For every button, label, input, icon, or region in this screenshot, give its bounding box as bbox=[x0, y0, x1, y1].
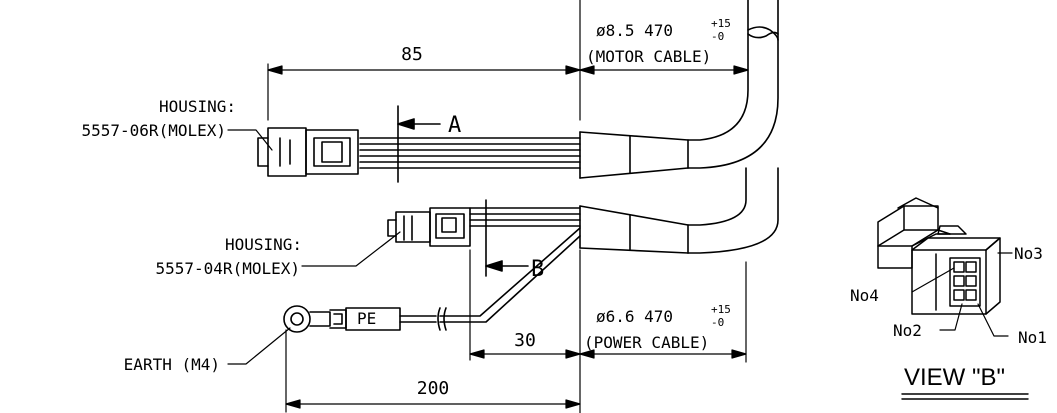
motor-wires bbox=[359, 137, 581, 169]
power-boot bbox=[579, 205, 689, 254]
power-cable bbox=[687, 167, 779, 254]
pe-tag-box bbox=[345, 307, 401, 331]
motor-boot bbox=[579, 131, 689, 179]
pin-no3: No3 bbox=[1014, 244, 1043, 263]
motor-cable-label: (MOTOR CABLE) bbox=[586, 47, 711, 66]
housing-b-line2: 5557-04R(MOLEX) bbox=[156, 259, 301, 278]
dim-200-label: 200 bbox=[417, 378, 450, 399]
housing-4pin-connector bbox=[387, 207, 471, 247]
power-spec-text: ø6.6 470 bbox=[596, 307, 673, 326]
housing-6pin-connector bbox=[257, 127, 359, 177]
housing-a-line1: HOUSING: bbox=[159, 97, 236, 116]
dim-30-label: 30 bbox=[514, 330, 536, 351]
power-cable-spec: ø6.6 470 +15 -0 (POWER CABLE) bbox=[584, 303, 731, 352]
pin-no2: No2 bbox=[893, 321, 922, 340]
leader-lines bbox=[227, 129, 401, 365]
section-marker-a bbox=[397, 105, 441, 183]
motor-spec-text: ø8.5 470 bbox=[596, 21, 673, 40]
earth-wire bbox=[399, 227, 581, 331]
power-tol-minus: -0 bbox=[711, 316, 724, 329]
section-b-letter: B bbox=[531, 257, 544, 282]
view-b-title: VIEW "B" bbox=[904, 364, 1005, 391]
power-cable-label: (POWER CABLE) bbox=[584, 333, 709, 352]
pe-tag-label: PE bbox=[357, 309, 376, 328]
view-b-underline bbox=[901, 393, 1029, 400]
motor-tol-minus: -0 bbox=[711, 30, 724, 43]
view-b-pin-labels: No3 No4 No1 No2 bbox=[850, 244, 1047, 347]
pin-no4: No4 bbox=[850, 286, 879, 305]
dimension-85 bbox=[267, 0, 749, 121]
earth-label: EARTH (M4) bbox=[124, 355, 220, 374]
motor-tol-plus: +15 bbox=[711, 17, 731, 30]
earth-ring-terminal bbox=[283, 305, 401, 333]
housing-b-label: HOUSING: 5557-04R(MOLEX) bbox=[156, 235, 303, 278]
motor-cable-spec: ø8.5 470 +15 -0 (MOTOR CABLE) bbox=[586, 17, 731, 66]
motor-cable bbox=[687, 0, 779, 169]
pin-no1: No1 bbox=[1018, 328, 1047, 347]
dimension-30 bbox=[469, 249, 747, 413]
housing-a-label: HOUSING: 5557-06R(MOLEX) bbox=[82, 97, 237, 140]
housing-b-line1: HOUSING: bbox=[225, 235, 302, 254]
section-a-letter: A bbox=[448, 113, 461, 138]
dim-85-label: 85 bbox=[401, 44, 423, 65]
housing-a-line2: 5557-06R(MOLEX) bbox=[82, 121, 227, 140]
power-tol-plus: +15 bbox=[711, 303, 731, 316]
section-marker-b bbox=[485, 199, 529, 277]
view-b-connector bbox=[877, 197, 1001, 315]
power-wires bbox=[469, 207, 581, 227]
view-b-leaders bbox=[911, 252, 1013, 337]
dimension-200 bbox=[285, 329, 581, 413]
